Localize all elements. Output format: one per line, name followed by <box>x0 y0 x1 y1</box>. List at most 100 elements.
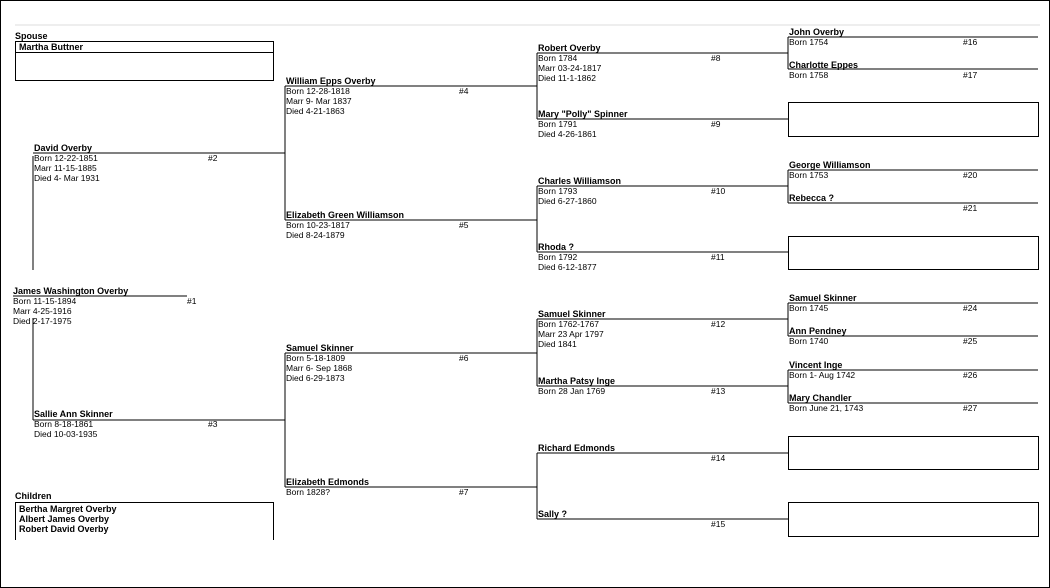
person-name: Rhoda ? <box>538 242 574 252</box>
person-25[interactable]: Ann Pendney Born 1740 #25 <box>789 326 1034 346</box>
person-6[interactable]: Samuel Skinner Born 5-18-1809 Marr 6- Se… <box>286 343 526 383</box>
person-26[interactable]: Vincent Inge Born 1- Aug 1742 #26 <box>789 360 1034 380</box>
person-10[interactable]: Charles Williamson Born 1793 Died 6-27-1… <box>538 176 778 206</box>
person-5[interactable]: Elizabeth Green Williamson Born 10-23-18… <box>286 210 526 240</box>
person-fact: Died 6-27-1860 <box>538 196 597 206</box>
ahnentafel-number: #21 <box>963 203 978 213</box>
person-27[interactable]: Mary Chandler Born June 21, 1743 #27 <box>789 393 1034 413</box>
ahnentafel-number: #13 <box>711 386 726 396</box>
person-name: George Williamson <box>789 160 871 170</box>
person-12[interactable]: Samuel Skinner Born 1762-1767 Marr 23 Ap… <box>538 309 778 349</box>
person-fact: Born 1793 <box>538 186 578 196</box>
person-name: Samuel Skinner <box>538 309 606 319</box>
person-name: John Overby <box>789 27 845 37</box>
person-name: Martha Patsy Inge <box>538 376 616 386</box>
ahnentafel-number: #20 <box>963 170 978 180</box>
person-fact: Marr 9- Mar 1837 <box>286 96 352 106</box>
person-fact: Born 1784 <box>538 53 578 63</box>
person-4[interactable]: William Epps Overby Born 12-28-1818 Marr… <box>286 76 526 116</box>
person-fact: Born 1762-1767 <box>538 319 599 329</box>
person-fact: Died 1841 <box>538 339 577 349</box>
child-name: Robert David Overby <box>19 524 109 534</box>
empty-ancestor-slot[interactable] <box>788 236 1039 270</box>
person-8[interactable]: Robert Overby Born 1784 Marr 03-24-1817 … <box>538 43 778 83</box>
person-name: Mary "Polly" Spinner <box>538 109 628 119</box>
person-fact: Born 1758 <box>789 70 829 80</box>
person-fact: Died 4-26-1861 <box>538 129 597 139</box>
person-name: Charles Williamson <box>538 176 621 186</box>
person-21[interactable]: Rebecca ? #21 <box>789 193 1034 213</box>
ahnentafel-number: #24 <box>963 303 978 313</box>
person-2[interactable]: David Overby Born 12-22-1851 Marr 11-15-… <box>34 143 274 183</box>
spouse-box[interactable]: Martha Buttner <box>15 41 274 81</box>
ahnentafel-number: #17 <box>963 70 978 80</box>
ahnentafel-number: #11 <box>711 252 725 262</box>
person-fact: Born 11-15-1894 <box>13 296 77 306</box>
ahnentafel-number: #4 <box>459 86 469 96</box>
person-24[interactable]: Samuel Skinner Born 1745 #24 <box>789 293 1034 313</box>
person-fact: Died 11-1-1862 <box>538 73 596 83</box>
person-fact: Born June 21, 1743 <box>789 403 864 413</box>
empty-ancestor-slot[interactable] <box>788 102 1039 137</box>
person-fact: Born 5-18-1809 <box>286 353 346 363</box>
ahnentafel-number: #26 <box>963 370 978 380</box>
empty-ancestor-slot[interactable] <box>788 502 1039 537</box>
person-name: Vincent Inge <box>789 360 843 370</box>
person-name: Sallie Ann Skinner <box>34 409 113 419</box>
spouse-heading: Spouse <box>15 31 48 41</box>
person-name: Ann Pendney <box>789 326 847 336</box>
ahnentafel-number: #14 <box>711 453 726 463</box>
person-fact: Born 1828? <box>286 487 330 497</box>
person-17[interactable]: Charlotte Eppes Born 1758 #17 <box>789 60 1034 80</box>
person-fact: Born 1753 <box>789 170 829 180</box>
person-fact: Died 2-17-1975 <box>13 316 72 326</box>
person-11[interactable]: Rhoda ? Born 1792 Died 6-12-1877 #11 <box>538 242 778 272</box>
person-15[interactable]: Sally ? #15 <box>538 509 778 529</box>
person-fact: Born 1745 <box>789 303 829 313</box>
person-fact: Died 8-24-1879 <box>286 230 345 240</box>
person-13[interactable]: Martha Patsy Inge Born 28 Jan 1769 #13 <box>538 376 778 396</box>
children-list[interactable]: Bertha Margret Overby Albert James Overb… <box>15 502 274 540</box>
person-name: Richard Edmonds <box>538 443 616 453</box>
person-fact: Born 12-28-1818 <box>286 86 350 96</box>
person-fact: Born 28 Jan 1769 <box>538 386 606 396</box>
empty-ancestor-slot[interactable] <box>788 436 1039 470</box>
person-1[interactable]: James Washington Overby Born 11-15-1894 … <box>13 286 203 326</box>
person-name: James Washington Overby <box>13 286 129 296</box>
person-fact: Died 4- Mar 1931 <box>34 173 100 183</box>
person-fact: Marr 23 Apr 1797 <box>538 329 604 339</box>
person-fact: Marr 6- Sep 1868 <box>286 363 353 373</box>
person-name: Samuel Skinner <box>286 343 354 353</box>
ahnentafel-number: #16 <box>963 37 978 47</box>
ahnentafel-number: #15 <box>711 519 726 529</box>
person-9[interactable]: Mary "Polly" Spinner Born 1791 Died 4-26… <box>538 109 778 139</box>
ahnentafel-number: #2 <box>208 153 218 163</box>
ahnentafel-number: #25 <box>963 336 978 346</box>
person-fact: Marr 11-15-1885 <box>34 163 97 173</box>
person-name: Sally ? <box>538 509 568 519</box>
person-name: Elizabeth Green Williamson <box>286 210 404 220</box>
person-fact: Born 1792 <box>538 252 578 262</box>
person-14[interactable]: Richard Edmonds #14 <box>538 443 778 463</box>
spouse-name: Martha Buttner <box>19 42 84 52</box>
person-fact: Marr 03-24-1817 <box>538 63 602 73</box>
person-fact: Marr 4-25-1916 <box>13 306 72 316</box>
person-fact: Born 10-23-1817 <box>286 220 350 230</box>
ahnentafel-number: #8 <box>711 53 721 63</box>
person-20[interactable]: George Williamson Born 1753 #20 <box>789 160 1034 180</box>
person-fact: Born 1740 <box>789 336 829 346</box>
person-fact: Died 6-29-1873 <box>286 373 345 383</box>
ahnentafel-number: #12 <box>711 319 726 329</box>
person-name: Charlotte Eppes <box>789 60 859 70</box>
person-3[interactable]: Sallie Ann Skinner Born 8-18-1861 Died 1… <box>34 409 274 439</box>
person-name: Elizabeth Edmonds <box>286 477 370 487</box>
ahnentafel-number: #5 <box>459 220 469 230</box>
person-fact: Died 6-12-1877 <box>538 262 597 272</box>
person-16[interactable]: John Overby Born 1754 #16 <box>789 27 1034 47</box>
ahnentafel-number: #6 <box>459 353 469 363</box>
person-7[interactable]: Elizabeth Edmonds Born 1828? #7 <box>286 477 526 497</box>
person-fact: Born 1791 <box>538 119 578 129</box>
children-heading: Children <box>15 491 52 501</box>
person-name: Rebecca ? <box>789 193 835 203</box>
